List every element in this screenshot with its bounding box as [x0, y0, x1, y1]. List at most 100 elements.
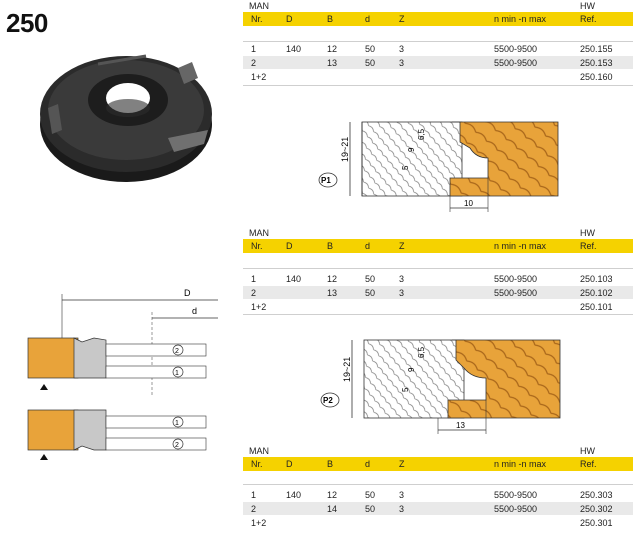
- cell: 5500-9500: [494, 44, 538, 54]
- table-row: 2 14 50 3 5500-9500 250.302: [243, 502, 633, 515]
- cell: 250.102: [580, 288, 613, 298]
- cutter-label: 2: [175, 348, 179, 355]
- cell: 2: [251, 504, 257, 514]
- dim-5: 5: [401, 387, 410, 392]
- height-dim: 19~21: [342, 357, 352, 382]
- height-dim: 19~21: [340, 137, 350, 162]
- cell: 5500-9500: [494, 288, 538, 298]
- cell: 250.301: [580, 518, 613, 528]
- cell: 2: [251, 288, 257, 298]
- cell: 250.103: [580, 274, 613, 284]
- table-row: 2 13 50 3 5500-9500 250.102: [243, 286, 633, 299]
- header-Z: Z: [399, 14, 405, 24]
- cell: 250.303: [580, 490, 613, 500]
- cell: 3: [399, 490, 405, 500]
- cutter-product-image: [40, 54, 212, 182]
- material-label: HW: [580, 446, 595, 456]
- cutter-label: 1: [175, 370, 179, 377]
- cell: 1+2: [251, 72, 267, 82]
- table-header: Nr. D B d Z n min -n max Ref.: [243, 12, 633, 26]
- table-row: 1+2 250.160: [243, 70, 633, 83]
- cell: 1: [251, 274, 257, 284]
- cell: 140: [286, 44, 302, 54]
- cutter-label: 2: [175, 442, 179, 449]
- header-ref: Ref.: [580, 459, 597, 469]
- header-B: B: [327, 241, 334, 251]
- cell: 12: [327, 44, 338, 54]
- cell: 50: [365, 490, 376, 500]
- manufacturer-label: MAN: [249, 228, 269, 238]
- cell: 3: [399, 288, 405, 298]
- cell: 14: [327, 504, 338, 514]
- header-B: B: [327, 14, 334, 24]
- width-dim: 10: [464, 199, 473, 208]
- material-label: HW: [580, 1, 595, 11]
- header-d: d: [365, 14, 371, 24]
- dim-5: 5: [401, 165, 410, 170]
- cell: 3: [399, 44, 405, 54]
- cell: 1: [251, 44, 257, 54]
- cell: 12: [327, 490, 338, 500]
- cell: 1+2: [251, 518, 267, 528]
- cell: 5500-9500: [494, 490, 538, 500]
- cutter-label: 1: [175, 420, 179, 427]
- dim-6-5: 6,5: [417, 346, 426, 358]
- cell: 13: [327, 288, 338, 298]
- cell: 50: [365, 288, 376, 298]
- cell: 250.153: [580, 58, 613, 68]
- table-header: Nr. D B d Z n min -n max Ref.: [243, 457, 633, 471]
- cell: 13: [327, 58, 338, 68]
- table-row: 1 140 12 50 3 5500-9500 250.103: [243, 272, 633, 285]
- table-row: 1+2 250.301: [243, 516, 633, 529]
- cell: 250.160: [580, 72, 613, 82]
- header-D: D: [286, 459, 293, 469]
- cell: 1+2: [251, 302, 267, 312]
- table-row: 1+2 250.101: [243, 300, 633, 313]
- page-number: 250: [6, 8, 48, 38]
- cell: 3: [399, 504, 405, 514]
- cell: 5500-9500: [494, 274, 538, 284]
- cell: 250.101: [580, 302, 613, 312]
- width-dim: 13: [456, 421, 465, 430]
- profile-label: P1: [321, 176, 331, 185]
- table-header: Nr. D B d Z n min -n max Ref.: [243, 239, 633, 253]
- manufacturer-label: MAN: [249, 1, 269, 11]
- table-row: 1 140 12 50 3 5500-9500 250.155: [243, 42, 633, 55]
- cell: 50: [365, 44, 376, 54]
- header-rpm: n min -n max: [494, 459, 547, 469]
- cell: 12: [327, 274, 338, 284]
- dim-6-5: 6,5: [417, 128, 426, 140]
- header-Z: Z: [399, 241, 405, 251]
- header-d: d: [365, 241, 371, 251]
- dim-9: 9: [407, 147, 416, 152]
- header-D: D: [286, 241, 293, 251]
- header-nr: Nr.: [251, 241, 263, 251]
- header-d: d: [365, 459, 371, 469]
- dim-D: D: [184, 288, 191, 298]
- cell: 140: [286, 490, 302, 500]
- profile-p2-drawing: 19~21 9 6,5 5 13 P2: [320, 339, 561, 434]
- profile-label: P2: [323, 396, 333, 405]
- cell: 50: [365, 274, 376, 284]
- header-nr: Nr.: [251, 14, 263, 24]
- cutter-section-diagram: D d 2 1 1 2: [27, 288, 218, 460]
- cell: 2: [251, 58, 257, 68]
- cell: 3: [399, 274, 405, 284]
- header-ref: Ref.: [580, 14, 597, 24]
- dim-d: d: [192, 306, 197, 316]
- cell: 3: [399, 58, 405, 68]
- cell: 50: [365, 58, 376, 68]
- cell: 140: [286, 274, 302, 284]
- material-label: HW: [580, 228, 595, 238]
- header-nr: Nr.: [251, 459, 263, 469]
- header-D: D: [286, 14, 293, 24]
- cell: 5500-9500: [494, 504, 538, 514]
- header-rpm: n min -n max: [494, 14, 547, 24]
- header-Z: Z: [399, 459, 405, 469]
- cell: 250.155: [580, 44, 613, 54]
- manufacturer-label: MAN: [249, 446, 269, 456]
- header-ref: Ref.: [580, 241, 597, 251]
- cell: 250.302: [580, 504, 613, 514]
- table-row: 1 140 12 50 3 5500-9500 250.303: [243, 488, 633, 501]
- table-row: 2 13 50 3 5500-9500 250.153: [243, 56, 633, 69]
